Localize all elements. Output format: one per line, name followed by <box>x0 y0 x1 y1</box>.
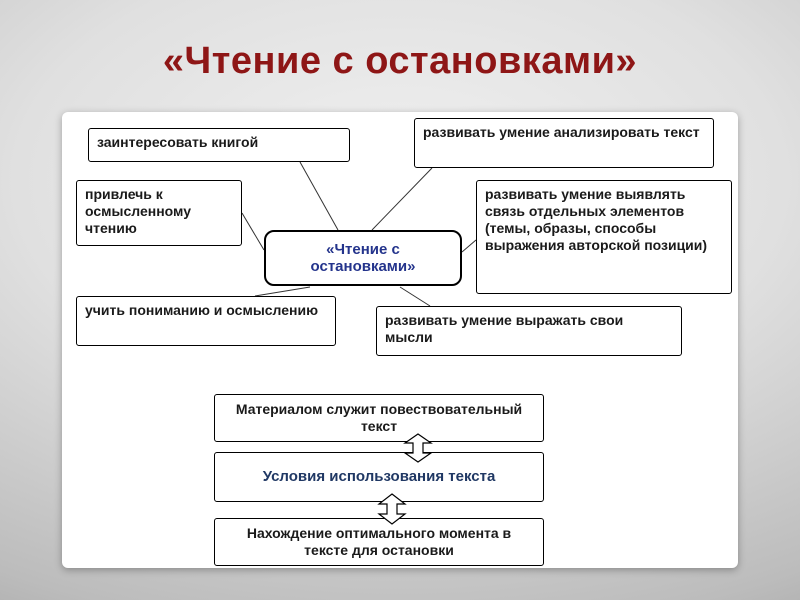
center-node: «Чтение с остановками» <box>264 230 462 286</box>
node-understanding: учить пониманию и осмыслению <box>76 296 336 346</box>
node-interest-book: заинтересовать книгой <box>88 128 350 162</box>
moment-box-label: Нахождение оптимального момента в тексте… <box>246 524 512 558</box>
node-express-thoughts-label: развивать умение выражать свои мысли <box>385 312 624 346</box>
diagram-panel: заинтересовать книгой развивать умение а… <box>62 112 738 568</box>
node-express-thoughts: развивать умение выражать свои мысли <box>376 306 682 356</box>
node-element-links: развивать умение выявлять связь отдельны… <box>476 180 732 294</box>
node-element-links-label: развивать умение выявлять связь отдельны… <box>485 186 708 254</box>
node-understanding-label: учить пониманию и осмыслению <box>85 302 319 318</box>
material-box: Материалом служит повествовательный текс… <box>214 394 544 442</box>
page-title: «Чтение с остановками» <box>162 40 638 82</box>
node-analyze-text-label: развивать умение анализировать текст <box>423 124 700 140</box>
material-box-label: Материалом служит повествовательный текс… <box>235 400 523 434</box>
center-node-label: «Чтение с остановками» <box>310 241 416 275</box>
node-analyze-text: развивать умение анализировать текст <box>414 118 714 168</box>
conditions-title-label: Условия использования текста <box>262 467 496 485</box>
node-interest-book-label: заинтересовать книгой <box>97 134 259 150</box>
node-meaningful-reading: привлечь к осмысленному чтению <box>76 180 242 246</box>
node-meaningful-reading-label: привлечь к осмысленному чтению <box>85 186 191 237</box>
moment-box: Нахождение оптимального момента в тексте… <box>214 518 544 566</box>
conditions-title-box: Условия использования текста <box>214 452 544 502</box>
